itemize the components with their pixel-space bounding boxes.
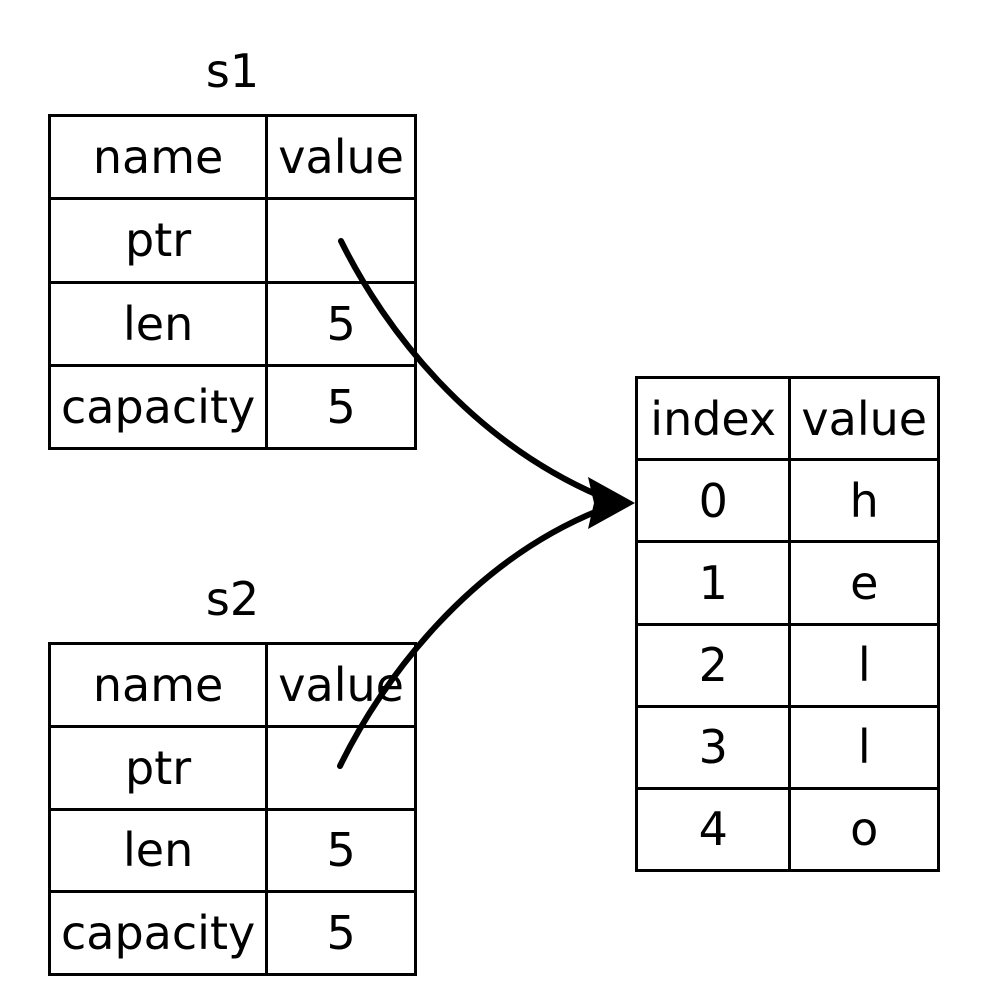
array-row: 3 l — [638, 707, 937, 790]
s2-header-name: name — [51, 645, 269, 725]
s2-ptr-value — [268, 728, 414, 808]
s2-capacity-value: 5 — [326, 906, 356, 961]
s2-row-ptr: ptr — [51, 727, 414, 811]
s1-header-row: name value — [51, 117, 414, 201]
s1-header-value: value — [278, 130, 404, 185]
s1-capacity-name: capacity — [51, 366, 269, 447]
array-header-row: index value — [638, 379, 937, 462]
s2-capacity-name: capacity — [51, 893, 269, 973]
s2-header-row: name value — [51, 645, 414, 728]
array-header-value: value — [801, 391, 928, 446]
s2-struct-table: name value ptr len 5 capacity 5 — [48, 642, 417, 976]
heap-array-table: index value 0 h 1 e 2 l 3 l 4 o — [635, 376, 940, 872]
s1-struct-table: name value ptr len 5 capacity 5 — [48, 114, 417, 450]
s2-caption: s2 — [205, 572, 260, 626]
array-row: 2 l — [638, 625, 937, 708]
array-value-4: o — [850, 802, 879, 857]
array-index-1: 1 — [638, 543, 792, 623]
s2-row-capacity: capacity 5 — [51, 893, 414, 973]
s2-ptr-name: ptr — [51, 727, 269, 808]
array-header-index: index — [638, 379, 792, 459]
array-index-4: 4 — [638, 789, 792, 870]
s2-header-value: value — [278, 657, 404, 712]
arrowhead-icon — [588, 477, 635, 529]
s2-row-len: len 5 — [51, 810, 414, 894]
array-value-0: h — [849, 473, 879, 528]
array-value-3: l — [857, 720, 871, 775]
array-row: 1 e — [638, 543, 937, 626]
array-index-3: 3 — [638, 707, 792, 787]
s1-ptr-name: ptr — [51, 200, 269, 281]
s1-row-capacity: capacity 5 — [51, 366, 414, 447]
s2-len-value: 5 — [326, 823, 356, 878]
s1-len-value: 5 — [326, 296, 356, 351]
array-row: 4 o — [638, 789, 937, 870]
s1-row-ptr: ptr — [51, 200, 414, 284]
array-value-1: e — [850, 555, 879, 610]
s1-row-len: len 5 — [51, 283, 414, 367]
array-value-2: l — [857, 638, 871, 693]
array-index-0: 0 — [638, 461, 792, 541]
s2-len-name: len — [51, 810, 269, 891]
s1-ptr-value — [268, 200, 414, 280]
s1-capacity-value: 5 — [326, 379, 356, 434]
array-index-2: 2 — [638, 625, 792, 705]
s1-header-name: name — [51, 117, 269, 198]
s1-caption: s1 — [205, 44, 260, 98]
s1-len-name: len — [51, 283, 269, 364]
array-row: 0 h — [638, 461, 937, 544]
